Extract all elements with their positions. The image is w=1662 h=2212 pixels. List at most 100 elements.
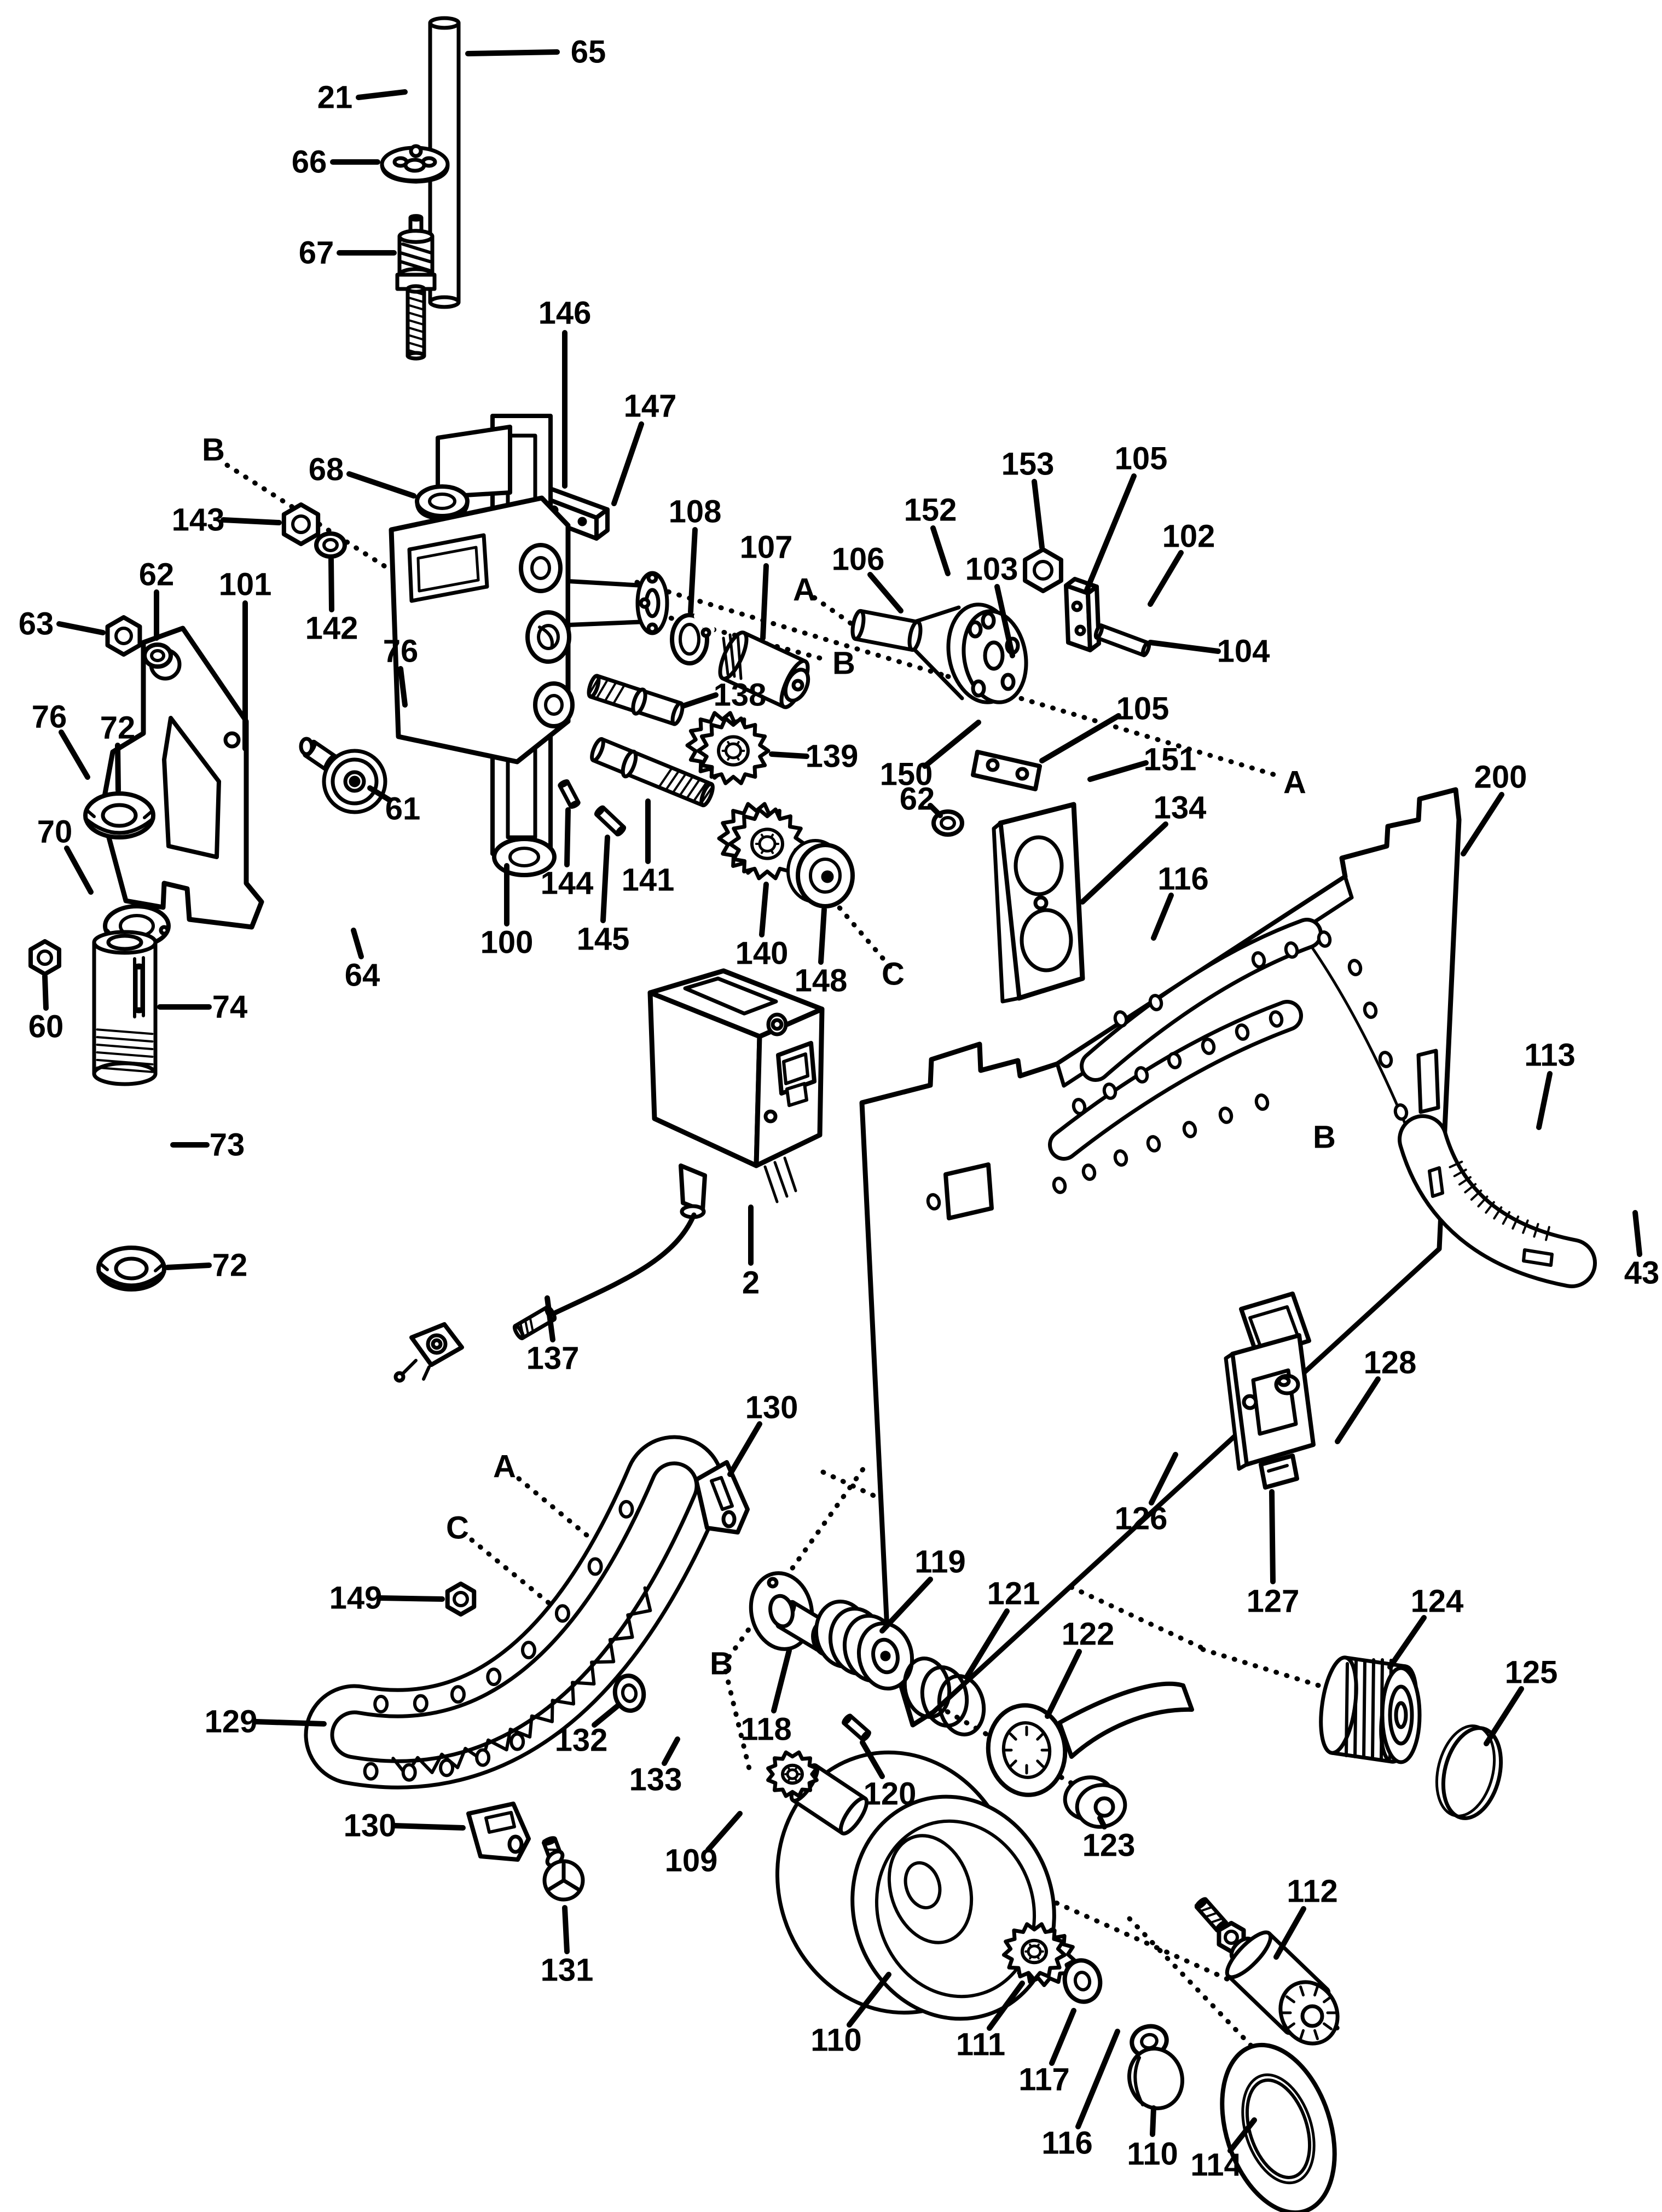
part-label-124: 124 [1411, 1584, 1464, 1619]
callout-leader [1461, 792, 1504, 856]
callout-leader [328, 557, 334, 612]
callout-leader [42, 974, 49, 1011]
callout-leader [688, 527, 698, 615]
callout-leader [56, 621, 106, 635]
part-label-131: 131 [541, 1953, 594, 1988]
callout-leader [611, 421, 644, 506]
callout-leader [1032, 479, 1045, 550]
part-label-145: 145 [577, 922, 630, 957]
part-label-B: B [710, 1646, 733, 1682]
callout-leader [545, 1295, 555, 1342]
part-label-C: C [446, 1510, 469, 1546]
part-label-128: 128 [1364, 1345, 1417, 1381]
callout-leader [391, 1823, 466, 1831]
part-label-153: 153 [1001, 447, 1055, 482]
callout-leader [1049, 2008, 1076, 2066]
part-label-A: A [793, 572, 816, 608]
part-label-A: A [493, 1449, 516, 1485]
part-label-122: 122 [1062, 1617, 1115, 1652]
callout-leader [1150, 2105, 1156, 2137]
part-label-70: 70 [37, 814, 73, 850]
callout-leader [930, 525, 951, 576]
callout-leader [59, 729, 90, 780]
part-label-72: 72 [100, 710, 136, 746]
callout-leader [727, 1421, 762, 1477]
callout-leader [356, 89, 408, 100]
callout-leader [818, 907, 827, 965]
part-label-132: 132 [555, 1723, 608, 1758]
callout-leader [564, 807, 571, 867]
part-label-62: 62 [139, 557, 175, 593]
callout-leader [987, 1981, 1025, 2031]
part-label-113: 113 [1524, 1038, 1576, 1073]
callout-leader [771, 1648, 792, 1713]
callout-leader [1273, 1906, 1306, 1960]
callout-leader [1335, 1376, 1381, 1444]
part-label-125: 125 [1505, 1655, 1558, 1690]
part-label-137: 137 [526, 1341, 580, 1376]
callout-leader [1045, 1649, 1082, 1719]
part-label-147: 147 [624, 389, 677, 424]
part-label-105: 105 [1115, 441, 1168, 477]
part-label-138: 138 [714, 678, 767, 713]
callout-leader [600, 835, 610, 923]
part-label-144: 144 [541, 866, 594, 901]
callout-leader [879, 1577, 933, 1634]
part-label-116: 116 [1041, 2126, 1093, 2161]
part-label-123: 123 [1082, 1828, 1136, 1863]
part-label-65: 65 [571, 34, 606, 70]
callout-leader [1269, 1489, 1276, 1584]
part-label-2: 2 [742, 1265, 760, 1301]
callout-leader [253, 1719, 327, 1727]
part-label-74: 74 [212, 989, 248, 1025]
part-label-200: 200 [1474, 760, 1527, 795]
part-label-103: 103 [965, 552, 1018, 587]
part-label-149: 149 [329, 1580, 383, 1616]
part-label-B: B [1313, 1120, 1336, 1155]
part-label-76: 76 [383, 634, 419, 669]
part-label-43: 43 [1624, 1255, 1660, 1291]
part-label-110: 110 [810, 2023, 862, 2058]
parts-layer [28, 16, 1597, 2212]
part-label-119: 119 [914, 1544, 966, 1580]
callout-leader [847, 1972, 891, 2028]
part-label-76: 76 [32, 699, 67, 735]
part-label-101: 101 [219, 567, 272, 603]
part-label-114: 114 [1190, 2147, 1242, 2183]
part-label-100: 100 [480, 925, 534, 960]
part-label-73: 73 [210, 1127, 245, 1163]
part-label-C: C [882, 957, 905, 992]
part-label-60: 60 [28, 1009, 64, 1045]
part-label-117: 117 [1018, 2062, 1070, 2098]
callout-leader [759, 882, 769, 937]
callout-leader [1084, 473, 1137, 593]
callout-leader [377, 1595, 445, 1602]
callout-leader [1087, 760, 1149, 782]
part-label-146: 146 [538, 296, 592, 331]
callout-leader [662, 1736, 680, 1766]
part-label-121: 121 [987, 1576, 1040, 1612]
part-label-126: 126 [1115, 1501, 1168, 1537]
callout-leader [346, 471, 416, 499]
part-label-67: 67 [299, 235, 334, 271]
part-label-130: 130 [745, 1390, 798, 1426]
part-label-143: 143 [172, 502, 225, 538]
callout-leader [994, 584, 1015, 658]
part-label-63: 63 [19, 606, 54, 642]
part-label-110: 110 [1127, 2136, 1178, 2172]
callout-leader [64, 846, 94, 895]
callout-leader [1075, 2029, 1120, 2129]
part-label-112: 112 [1287, 1874, 1338, 1909]
callout-leader [1536, 1071, 1553, 1130]
callout-leader [562, 1905, 570, 1954]
callout-leader [965, 1608, 1010, 1678]
callout-leader [1148, 640, 1221, 654]
callout-leader [860, 1740, 885, 1779]
callout-leader [165, 1263, 212, 1270]
callout-leader [680, 692, 719, 709]
part-label-106: 106 [832, 542, 885, 577]
part-label-127: 127 [1247, 1584, 1300, 1619]
callout-leader [592, 1703, 621, 1728]
